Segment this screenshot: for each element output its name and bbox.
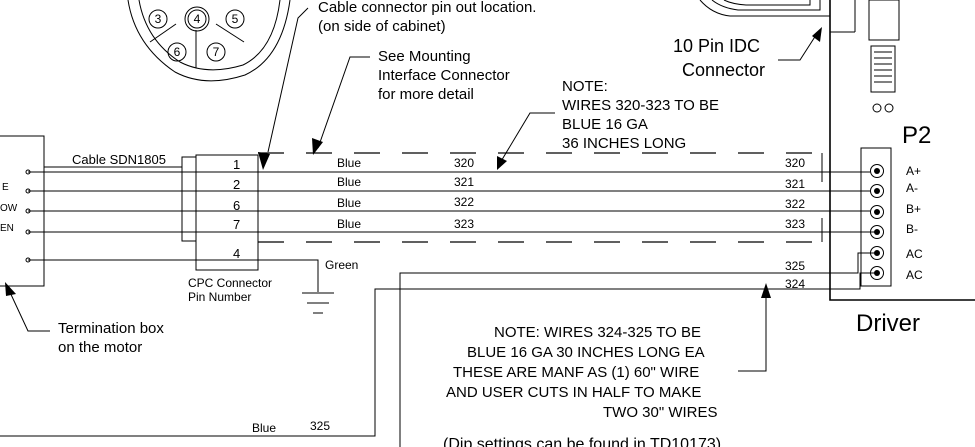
svg-text:321: 321	[454, 175, 474, 189]
dip-switch	[870, 45, 896, 93]
wire-322: Blue 322 322	[28, 195, 870, 212]
left-label-e: E	[2, 182, 9, 193]
cpc-pin-6: 6	[233, 198, 240, 213]
termination-note-line-2: on the motor	[58, 339, 142, 356]
svg-text:6: 6	[174, 45, 181, 59]
connector-pin-4: 4	[184, 6, 210, 32]
bottom-wire-number: 325	[310, 419, 330, 433]
svg-text:A-: A-	[906, 181, 918, 195]
svg-text:B-: B-	[906, 222, 918, 236]
terminal-ac-2: AC	[870, 266, 923, 282]
terminal-ac-1: AC	[870, 246, 923, 261]
cpc-box	[181, 156, 197, 242]
note-320-line-4: 36 INCHES LONG	[562, 135, 686, 152]
connector-pin-6: 6	[167, 42, 187, 62]
termination-leader	[7, 287, 50, 332]
cable-label: Cable SDN1805	[72, 152, 166, 167]
mounting-note-line-1: See Mounting	[378, 48, 471, 65]
cpc-pin-4: 4	[233, 246, 240, 261]
pinout-note-line-2: (on side of cabinet)	[318, 18, 446, 35]
note-320-line-1: NOTE:	[562, 78, 608, 95]
svg-text:B+: B+	[906, 202, 921, 216]
note-324-line-2: BLUE 16 GA 30 INCHES LONG EA	[467, 344, 705, 361]
connector-pin-3: 3	[148, 9, 168, 29]
note-324-line-4: AND USER CUTS IN HALF TO MAKE	[446, 384, 701, 401]
svg-text:Green: Green	[325, 258, 358, 272]
note-324-line-5: TWO 30" WIRES	[603, 404, 718, 421]
pinout-leader	[267, 7, 309, 153]
termination-note-line-1: Termination box	[58, 320, 164, 337]
connector-pin-5: 5	[225, 9, 245, 29]
svg-text:320: 320	[785, 156, 805, 170]
svg-text:7: 7	[213, 45, 220, 59]
cpc-connector-body	[195, 154, 259, 271]
wire-321: Blue 321 321	[28, 175, 870, 192]
terminal-b-minus: B-	[870, 222, 918, 239]
note-324-line-1: NOTE: WIRES 324-325 TO BE	[494, 324, 701, 341]
left-label-ow: OW	[0, 203, 18, 214]
cpc-label-line-2: Pin Number	[188, 290, 251, 304]
svg-text:320: 320	[454, 156, 474, 170]
wire-323: Blue 323 323	[28, 217, 870, 233]
note-324-line-3: THESE ARE MANF AS (1) 60" WIRE	[453, 364, 699, 381]
note-320-leader	[499, 112, 555, 164]
svg-text:323: 323	[785, 217, 805, 231]
svg-text:325: 325	[785, 259, 805, 273]
ground-wire: Green	[28, 258, 358, 314]
cpc-pin-1: 1	[233, 157, 240, 172]
cpc-pin-2: 2	[233, 177, 240, 192]
svg-text:Blue: Blue	[337, 156, 361, 170]
connector-pin-7: 7	[206, 42, 226, 62]
svg-text:AC: AC	[906, 268, 923, 282]
svg-text:323: 323	[454, 217, 474, 231]
svg-text:322: 322	[785, 197, 805, 211]
svg-text:Blue: Blue	[337, 175, 361, 189]
idc-label-line-1: 10 Pin IDC	[673, 36, 760, 56]
terminal-b-plus: B+	[870, 202, 921, 219]
terminal-a-plus: A+	[870, 164, 921, 178]
dip-note: (Dip settings can be found in TD10173)	[443, 436, 721, 447]
mounting-note-line-3: for more detail	[378, 86, 474, 103]
wire-325: 325	[399, 252, 877, 447]
pinout-note-line-1: Cable connector pin out location.	[318, 0, 536, 16]
left-label-en: EN	[0, 223, 14, 234]
note-320-line-3: BLUE 16 GA	[562, 116, 648, 133]
note-324-leader	[738, 291, 767, 372]
idc-connector-wires	[699, 0, 856, 33]
idc-leader	[778, 31, 819, 61]
wire-320: Blue 320 320	[28, 156, 870, 173]
p2-terminal-block: A+ A- B+ B- AC AC	[860, 147, 923, 287]
note-320-line-2: WIRES 320-323 TO BE	[562, 97, 719, 114]
svg-text:5: 5	[232, 12, 239, 26]
svg-text:3: 3	[155, 12, 162, 26]
svg-text:321: 321	[785, 177, 805, 191]
svg-text:AC: AC	[906, 247, 923, 261]
cpc-label-line-1: CPC Connector	[188, 276, 272, 290]
cable-connector-face: 3 4 5 6 7	[127, 0, 291, 82]
mounting-leader	[317, 56, 370, 149]
wire-324: 324	[0, 272, 877, 437]
driver-box	[829, 0, 975, 301]
bottom-wire-color: Blue	[252, 421, 276, 435]
svg-text:Blue: Blue	[337, 196, 361, 210]
svg-text:4: 4	[194, 12, 201, 26]
p2-title: P2	[902, 122, 931, 149]
mounting-note-line-2: Interface Connector	[378, 67, 510, 84]
svg-text:324: 324	[785, 277, 805, 291]
cpc-pin-7: 7	[233, 217, 240, 232]
terminal-a-minus: A-	[870, 181, 918, 198]
svg-text:322: 322	[454, 195, 474, 209]
svg-text:A+: A+	[906, 164, 921, 178]
svg-text:Blue: Blue	[337, 217, 361, 231]
driver-label: Driver	[856, 310, 920, 337]
idc-label-line-2: Connector	[682, 60, 765, 80]
